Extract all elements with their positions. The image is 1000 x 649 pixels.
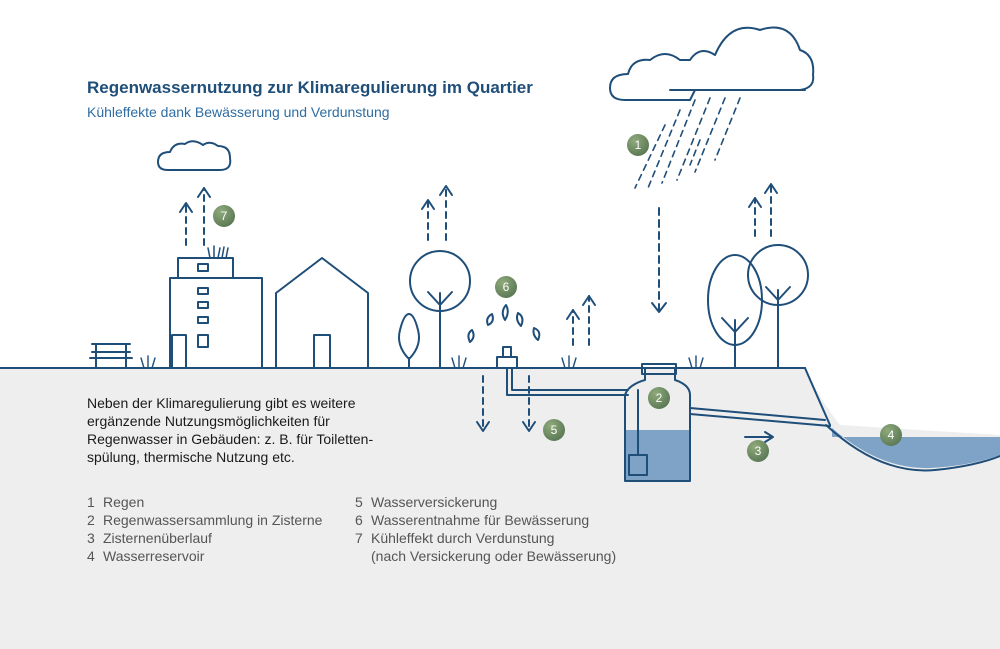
legend-text: Regenwassersammlung in Zisterne: [103, 512, 323, 528]
grass-tufts: [140, 355, 704, 369]
infiltration-arrows: [482, 375, 530, 431]
lake-water: [832, 428, 1000, 469]
legend-number: 3: [87, 530, 95, 546]
supply-pipe: [506, 367, 629, 396]
arrow-head: [197, 187, 211, 198]
legend-item: 7 Kühleffekt durch Verdunstung: [355, 529, 616, 547]
badge-2: 2: [648, 387, 670, 409]
water-drops: [467, 304, 541, 343]
bench: [89, 343, 133, 369]
arrow-head: [421, 199, 435, 210]
legend-text: Wasserversickerung: [371, 494, 498, 510]
arrow-head: [566, 309, 580, 320]
arrow-head: [748, 197, 762, 208]
building-evaporation-arrows: [185, 187, 205, 246]
description-line: spülung, thermische Nutzung etc.: [87, 449, 295, 465]
badge-5: 5: [543, 419, 565, 441]
arrow-head: [439, 185, 453, 196]
rain-lines: [634, 97, 741, 189]
round-tree-right: [747, 244, 809, 369]
small-cloud: [157, 140, 232, 171]
badge-7: 7: [213, 205, 235, 227]
legend-item: 1 Regen: [87, 493, 322, 511]
arrow-head: [179, 202, 193, 213]
diagram-title: Regenwassernutzung zur Klimaregulierung …: [87, 78, 533, 97]
legend-number: 4: [87, 548, 95, 564]
round-tree: [409, 250, 471, 369]
badge-1: 1: [627, 134, 649, 156]
legend-text: Wasserentnahme für Bewässerung: [371, 512, 590, 528]
badge-3: 3: [747, 440, 769, 462]
badge-6: 6: [495, 276, 517, 298]
overflow-pipe: [689, 407, 831, 427]
arrow-head: [764, 183, 778, 194]
legend-number: 5: [355, 494, 363, 510]
grass-evaporation-arrows: [572, 295, 590, 346]
arrow-head: [582, 295, 596, 306]
house: [275, 257, 369, 369]
legend-item: 5 Wasserversickerung: [355, 493, 616, 511]
arrow-head: [476, 421, 490, 432]
legend-note: (nach Versickerung oder Bewässerung): [371, 548, 617, 564]
legend-item: 2 Regenwassersammlung in Zisterne: [87, 511, 322, 529]
legend-text: Zisternenüberlauf: [103, 530, 212, 546]
badge-4: 4: [880, 424, 902, 446]
overflow-arrow: [744, 431, 774, 443]
legend-text: Regen: [103, 494, 145, 510]
small-conifer: [398, 313, 420, 369]
legend-number: 7: [355, 530, 363, 546]
rain-down-arrow: [651, 207, 667, 313]
description-line: ergänzende Nutzungsmöglichkeiten für: [87, 413, 330, 429]
legend-text: Kühleffekt durch Verdunstung: [371, 530, 555, 546]
description-line: Regenwasser in Gebäuden: z. B. für Toile…: [87, 431, 374, 447]
bank-line: [804, 367, 831, 426]
legend-number: 1: [87, 494, 95, 510]
legend-text: Wasserreservoir: [103, 548, 205, 564]
tree-evaporation-arrows: [427, 185, 447, 241]
tall-building: [169, 257, 263, 369]
legend-column-right: 5 Wasserversickerung 6 Wasserentnahme für …: [355, 493, 616, 565]
rain-cloud: [609, 26, 815, 101]
lake-outline: [825, 424, 1000, 472]
description-line: Neben der Klimaregulierung gibt es weite…: [87, 395, 356, 411]
right-tree-evaporation-arrows: [754, 183, 772, 237]
legend-item: 4 Wasserreservoir: [87, 547, 322, 565]
sprinkler: [492, 346, 522, 369]
legend-number: 6: [355, 512, 363, 528]
diagram-subtitle: Kühleffekte dank Bewässerung und Verduns…: [87, 104, 390, 120]
legend-number: 2: [87, 512, 95, 528]
legend-item: 3 Zisternenüberlauf: [87, 529, 322, 547]
roof-plants: [207, 245, 229, 259]
arrow-head: [522, 421, 536, 432]
cistern: [624, 363, 691, 482]
oval-tree: [707, 254, 763, 369]
description-paragraph: Neben der Klimaregulierung gibt es weite…: [87, 394, 417, 466]
ground-area-right: [840, 425, 1000, 649]
legend-item: 6 Wasserentnahme für Bewässerung: [355, 511, 616, 529]
